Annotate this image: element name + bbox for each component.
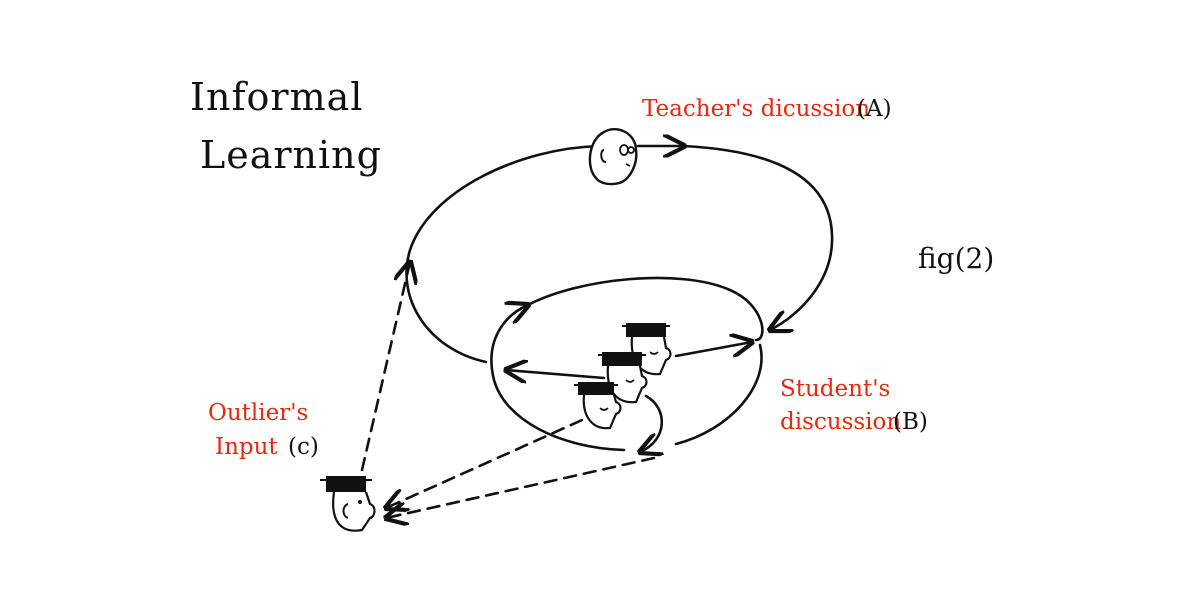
outlier-dashed-arrow-2 [386,458,654,518]
teacher-discussion-label: Teacher's dicussion [642,96,871,122]
outlier-dashed-arrow-up [362,262,410,470]
students-arrow-right [676,342,752,356]
outlier-dashed-arrow-1 [386,412,600,508]
title-line-1: Informal [190,75,364,119]
teacher-loop [407,146,600,362]
figure-label: fig(2) [918,242,995,275]
outlier-head-icon [320,476,375,531]
teacher-head-icon [590,129,636,184]
student-loop-right [676,345,762,444]
outlier-input-label-line-1: Outlier's [208,400,309,426]
student-discussion-tag: (B) [893,409,928,435]
students-arrow-loop [640,396,662,452]
outlier-input-label-line-2: Input [215,434,278,460]
students-arrow-left [506,370,604,378]
teacher-discussion-tag: (A) [857,96,892,122]
student-head-icon-3 [574,382,621,428]
teacher-loop-right [684,146,832,330]
title-line-2: Learning [200,133,382,177]
student-discussion-label-line-1: Student's [780,376,891,402]
student-discussion-label-line-2: discussion [780,409,902,435]
outlier-input-tag: (c) [288,434,319,460]
